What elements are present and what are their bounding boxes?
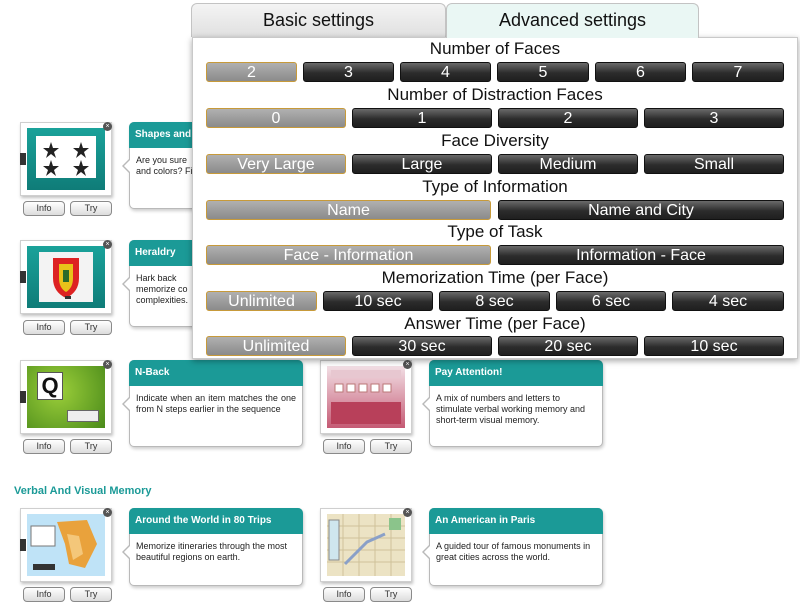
setting-label-number-of-faces: Number of Faces <box>429 39 561 58</box>
answer-time-option-20[interactable]: 20 sec <box>498 336 638 356</box>
info-button[interactable]: Info <box>323 587 365 602</box>
faces-option-3[interactable]: 3 <box>303 62 394 82</box>
faces-option-5[interactable]: 5 <box>497 62 589 82</box>
diversity-option-medium[interactable]: Medium <box>498 154 638 174</box>
game-thumbnail[interactable]: × <box>320 360 412 434</box>
star-shapes-icon <box>36 136 96 178</box>
diversity-option-very-large[interactable]: Very Large <box>206 154 346 174</box>
setting-label-distraction-faces: Number of Distraction Faces <box>387 85 603 104</box>
arrow-left-icon[interactable] <box>20 153 26 165</box>
arrow-left-icon[interactable] <box>20 539 26 551</box>
section-title: Verbal And Visual Memory <box>14 485 152 497</box>
try-button[interactable]: Try <box>70 587 112 602</box>
game-title: Pay Attention! <box>429 360 603 386</box>
faces-option-6[interactable]: 6 <box>595 62 686 82</box>
game-thumbnail[interactable]: × <box>20 508 112 582</box>
game-title: An American in Paris <box>429 508 603 534</box>
game-title: Around the World in 80 Trips <box>129 508 303 534</box>
diversity-option-large[interactable]: Large <box>352 154 492 174</box>
game-description: A mix of numbers and letters to stimulat… <box>436 393 586 425</box>
game-thumbnail[interactable]: Q × <box>20 360 112 434</box>
diversity-option-small[interactable]: Small <box>644 154 784 174</box>
info-button[interactable]: Info <box>23 587 65 602</box>
setting-label-face-diversity: Face Diversity <box>441 131 549 150</box>
distraction-option-2[interactable]: 2 <box>498 108 638 128</box>
letter-grid-icon <box>331 370 401 424</box>
distraction-option-0[interactable]: 0 <box>206 108 346 128</box>
answer-time-option-30[interactable]: 30 sec <box>352 336 492 356</box>
arrow-left-icon[interactable] <box>20 271 26 283</box>
game-description: Hark back memorize co complexities. <box>136 273 189 305</box>
setting-label-answer-time: Answer Time (per Face) <box>404 314 586 333</box>
distraction-option-3[interactable]: 3 <box>644 108 784 128</box>
setting-label-memorization-time: Memorization Time (per Face) <box>381 268 609 287</box>
answer-time-option-10[interactable]: 10 sec <box>644 336 784 356</box>
memo-time-option-6[interactable]: 6 sec <box>556 291 666 311</box>
task-type-option-information-face[interactable]: Information - Face <box>498 245 784 265</box>
game-description-box: N-Back Indicate when an item matches the… <box>122 360 303 447</box>
tab-basic-settings[interactable]: Basic settings <box>191 3 446 37</box>
close-icon[interactable]: × <box>103 122 112 131</box>
heraldry-shield-icon <box>39 252 93 302</box>
game-description: A guided tour of famous monuments in gre… <box>436 541 591 562</box>
map-icon <box>27 514 105 576</box>
info-button[interactable]: Info <box>23 439 65 454</box>
faces-option-4[interactable]: 4 <box>400 62 491 82</box>
answer-time-option-unlimited[interactable]: Unlimited <box>206 336 346 356</box>
memo-time-option-8[interactable]: 8 sec <box>439 291 550 311</box>
game-description: Memorize itineraries through the most be… <box>136 541 288 562</box>
game-description-box: Pay Attention! A mix of numbers and lett… <box>422 360 603 447</box>
close-icon[interactable]: × <box>103 240 112 249</box>
game-description-box: An American in Paris A guided tour of fa… <box>422 508 603 586</box>
try-button[interactable]: Try <box>70 320 112 335</box>
arrow-left-icon[interactable] <box>20 391 26 403</box>
close-icon[interactable]: × <box>403 508 412 517</box>
close-icon[interactable]: × <box>103 508 112 517</box>
game-description: Are you sure and colors? Fi <box>136 155 193 176</box>
memo-time-option-4[interactable]: 4 sec <box>672 291 784 311</box>
try-button[interactable]: Try <box>370 587 412 602</box>
thumbnail-button <box>67 410 99 422</box>
settings-panel: Number of Faces 2 3 4 5 6 7 Number of Di… <box>192 37 798 359</box>
faces-option-7[interactable]: 7 <box>692 62 784 82</box>
try-button[interactable]: Try <box>370 439 412 454</box>
setting-label-type-of-task: Type of Task <box>447 222 543 241</box>
task-type-option-face-information[interactable]: Face - Information <box>206 245 491 265</box>
info-button[interactable]: Info <box>23 201 65 216</box>
game-description: Indicate when an item matches the one fr… <box>136 393 296 414</box>
distraction-option-1[interactable]: 1 <box>352 108 492 128</box>
setting-label-type-of-information: Type of Information <box>422 177 568 196</box>
game-thumbnail[interactable]: × <box>320 508 412 582</box>
memo-time-option-10[interactable]: 10 sec <box>323 291 433 311</box>
game-description-box: Around the World in 80 Trips Memorize it… <box>122 508 303 586</box>
thumbnail-letter: Q <box>37 372 63 400</box>
game-title: N-Back <box>129 360 303 386</box>
close-icon[interactable]: × <box>403 360 412 369</box>
close-icon[interactable]: × <box>103 360 112 369</box>
info-type-option-name[interactable]: Name <box>206 200 491 220</box>
city-map-icon <box>327 514 405 576</box>
info-type-option-name-and-city[interactable]: Name and City <box>498 200 784 220</box>
game-thumbnail[interactable]: × <box>20 122 112 196</box>
game-thumbnail[interactable]: × <box>20 240 112 314</box>
faces-option-2[interactable]: 2 <box>206 62 297 82</box>
info-button[interactable]: Info <box>323 439 365 454</box>
try-button[interactable]: Try <box>70 439 112 454</box>
memo-time-option-unlimited[interactable]: Unlimited <box>206 291 317 311</box>
info-button[interactable]: Info <box>23 320 65 335</box>
try-button[interactable]: Try <box>70 201 112 216</box>
tab-advanced-settings[interactable]: Advanced settings <box>446 3 699 38</box>
